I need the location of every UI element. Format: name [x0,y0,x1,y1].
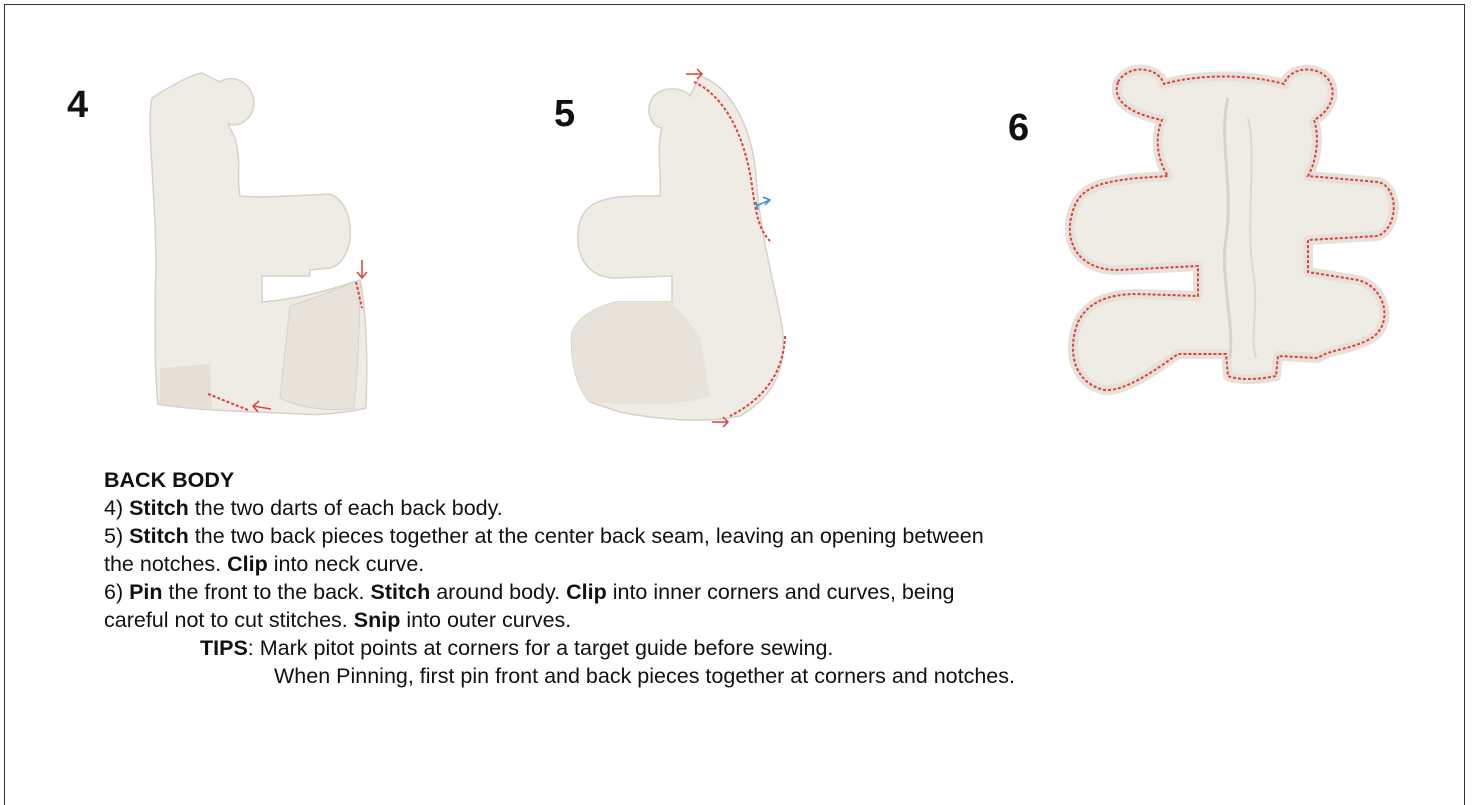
step-5-back-pieces-photo [560,66,810,428]
instruction-step-5-cont: the notches. Clip into neck curve. [104,550,1015,578]
step-4-back-body-photo [140,68,390,420]
step-number-6: 6 [1008,107,1029,150]
instruction-step-5: 5) Stitch the two back pieces together a… [104,522,1015,550]
tips-line-1: TIPS: Mark pitot points at corners for a… [104,634,1015,662]
instruction-step-6-cont: careful not to cut stitches. Snip into o… [104,606,1015,634]
step-number-4: 4 [67,84,88,127]
instructions-block: BACK BODY 4) Stitch the two darts of eac… [104,466,1015,690]
section-title: BACK BODY [104,466,1015,494]
instruction-step-4: 4) Stitch the two darts of each back bod… [104,494,1015,522]
instruction-step-6: 6) Pin the front to the back. Stitch aro… [104,578,1015,606]
step-6-sewn-bear-photo [1058,58,1400,410]
tips-line-2: When Pinning, first pin front and back p… [104,662,1015,690]
